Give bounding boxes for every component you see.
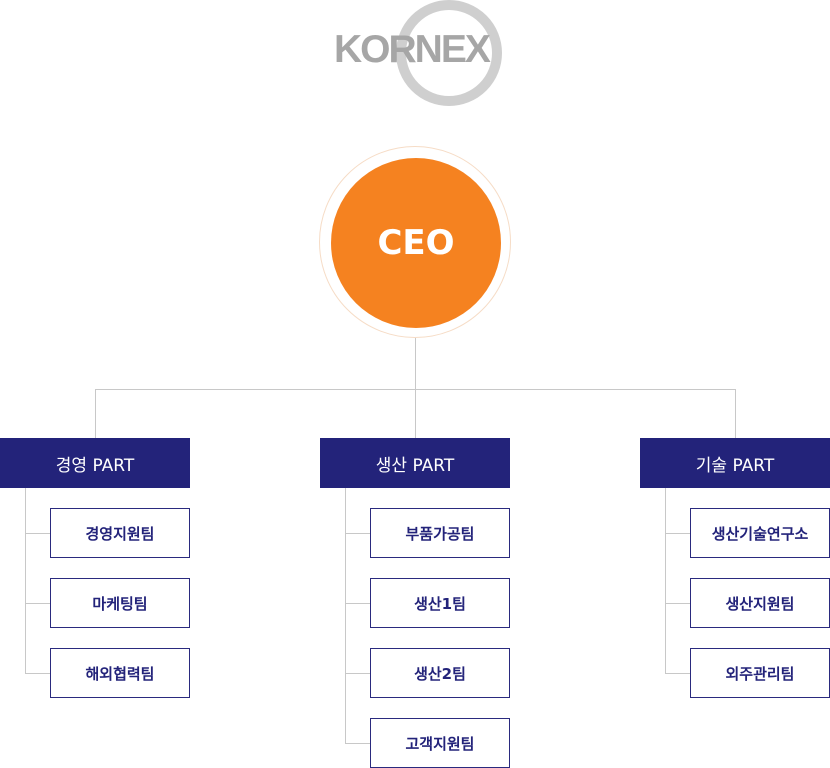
team-box: 외주관리팀	[690, 648, 830, 698]
connector-part3-team2	[665, 603, 690, 604]
team-box: 고객지원팀	[370, 718, 510, 768]
team-label: 생산2팀	[414, 664, 466, 683]
logo-ring-icon	[396, 0, 502, 106]
team-label: 생산지원팀	[725, 594, 795, 613]
part-management: 경영 PART	[0, 438, 190, 488]
part-label: 기술 PART	[695, 455, 775, 476]
team-label: 고객지원팀	[405, 734, 475, 753]
team-box: 생산2팀	[370, 648, 510, 698]
part-technology: 기술 PART	[640, 438, 830, 488]
team-label: 부품가공팀	[405, 524, 475, 543]
connector-part1-team3	[25, 673, 50, 674]
team-label: 마케팅팀	[92, 594, 148, 613]
team-label: 해외협력팀	[85, 664, 155, 683]
connector-part2-team3	[345, 673, 370, 674]
part-label: 생산 PART	[375, 455, 455, 476]
connector-part-2	[415, 389, 416, 438]
connector-part2-spine	[345, 488, 346, 743]
team-box: 해외협력팀	[50, 648, 190, 698]
connector-part1-team1	[25, 533, 50, 534]
team-box: 생산1팀	[370, 578, 510, 628]
logo-wordmark: KORNEX	[334, 28, 491, 71]
team-box: 생산지원팀	[690, 578, 830, 628]
team-label: 경영지원팀	[85, 524, 155, 543]
team-label: 외주관리팀	[725, 664, 795, 683]
connector-part-1	[95, 389, 96, 438]
part-production: 생산 PART	[320, 438, 510, 488]
ceo-node: CEO	[331, 158, 501, 328]
connector-part1-team2	[25, 603, 50, 604]
team-box: 경영지원팀	[50, 508, 190, 558]
connector-ceo-down	[415, 338, 416, 390]
connector-part2-team1	[345, 533, 370, 534]
kornex-logo: KORNEX	[330, 0, 502, 108]
ceo-label: CEO	[377, 223, 455, 263]
connector-part3-spine	[665, 488, 666, 673]
connector-part3-team1	[665, 533, 690, 534]
connector-part2-team2	[345, 603, 370, 604]
team-label: 생산1팀	[414, 594, 466, 613]
team-label: 생산기술연구소	[711, 524, 809, 543]
connector-part2-team4	[345, 743, 370, 744]
team-box: 마케팅팀	[50, 578, 190, 628]
team-box: 생산기술연구소	[690, 508, 830, 558]
team-box: 부품가공팀	[370, 508, 510, 558]
connector-part3-team3	[665, 673, 690, 674]
part-label: 경영 PART	[55, 455, 135, 476]
connector-part-3	[735, 389, 736, 438]
connector-part1-spine	[25, 488, 26, 673]
